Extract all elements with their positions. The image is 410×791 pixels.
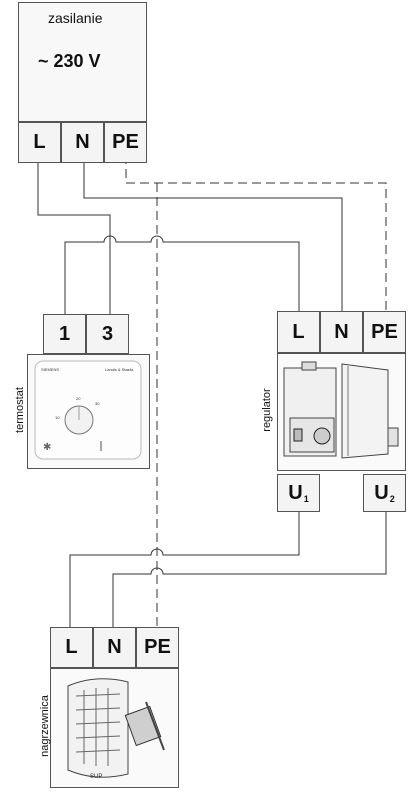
- supply-box: [18, 2, 147, 122]
- thermostat-terminal-1: 1: [43, 314, 86, 354]
- thermostat-terminal-3: 3: [86, 314, 129, 354]
- heater-terminal-n: N: [93, 627, 136, 668]
- thermostat-scale-10: 10: [55, 415, 60, 420]
- supply-voltage: ~ 230 V: [38, 51, 101, 71]
- wire-supply-n-to-regulator: [83, 163, 343, 315]
- wire-u1-to-heater-l: [69, 512, 300, 627]
- heater-brand: SUP: [90, 774, 102, 780]
- regulator-output-u1-index: 1: [303, 494, 309, 504]
- regulator-output-u1-letter: U: [288, 481, 303, 504]
- regulator-terminal-l: L: [277, 311, 320, 353]
- thermostat-scale-30: 30: [95, 401, 100, 406]
- snowflake-icon: ✱: [43, 442, 51, 453]
- regulator-terminal-n: N: [320, 311, 363, 353]
- thermostat-scale-20: 20: [76, 396, 81, 401]
- supply-terminal-pe: PE: [104, 122, 147, 163]
- supply-terminal-l: L: [18, 122, 61, 163]
- regulator-device-icon: [283, 361, 399, 459]
- supply-terminal-n: N: [61, 122, 104, 163]
- thermostat-device-icon: SIEMENS Landis & Staefa 10 20 30 ✱: [34, 360, 142, 460]
- thermostat-brand-left: SIEMENS: [41, 367, 59, 372]
- heater-terminal-pe: PE: [136, 627, 179, 668]
- wire-supply-l-to-thermostat: [37, 163, 111, 318]
- supply-title: zasilanie: [48, 10, 103, 26]
- regulator-output-u2-index: 2: [389, 494, 395, 504]
- heater-device-icon: SUP: [67, 678, 165, 780]
- heater-terminal-l: L: [50, 627, 93, 668]
- regulator-terminal-pe: PE: [363, 311, 406, 353]
- wire-thermostat-to-regulator-l: [64, 235, 300, 318]
- thermostat-label: termostat: [14, 387, 26, 433]
- regulator-label: regulator: [261, 388, 273, 432]
- heater-label: nagrzewnica: [39, 695, 51, 757]
- wire-pe-supply-to-regulator: [125, 142, 387, 315]
- regulator-output-u2-letter: U: [374, 481, 389, 504]
- wire-u2-to-heater-n: [112, 512, 387, 627]
- thermostat-brand-right: Landis & Staefa: [105, 367, 134, 372]
